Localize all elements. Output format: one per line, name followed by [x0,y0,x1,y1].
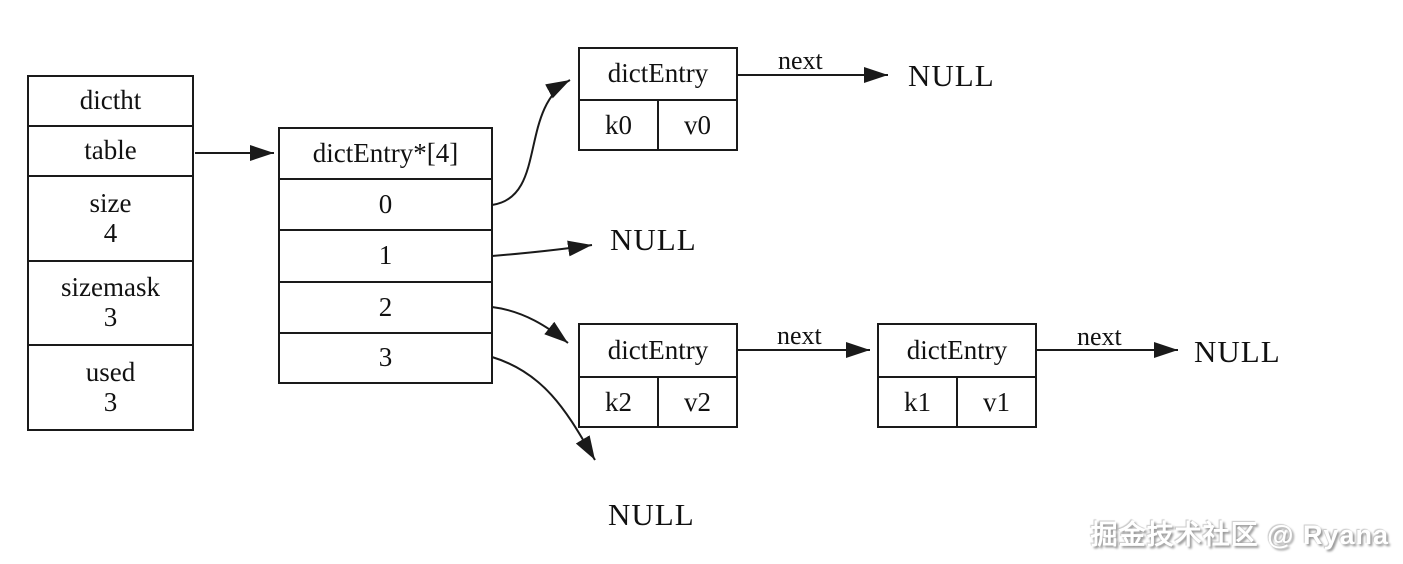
dict-entry-k1-box: dictEntry k1 v1 [877,323,1037,428]
arrow-slot0-to-entry-k0 [491,79,571,206]
dict-entry-k2-key-cell: k2 [580,378,659,426]
dict-entry-k2-header-row: dictEntry [580,325,736,378]
dict-entry-k1-cells: k1 v1 [879,378,1035,426]
dict-entry-k2-box: dictEntry k2 v2 [578,323,738,428]
dict-entry-k2-cells: k2 v2 [580,378,736,426]
null-label-bottom: NULL [608,497,695,532]
bucket-slot-0: 0 [280,180,491,231]
dictht-sizemask-label: sizemask [61,272,160,303]
watermark-text: 掘金技术社区 @ Ryana [1090,520,1389,550]
next-label-k2: next [777,321,822,350]
dictht-table-label: table [84,135,137,166]
dictht-used-label: used [85,356,136,387]
bucket-slot-2-index: 2 [378,291,393,322]
dict-entry-k0-header-row: dictEntry [580,49,736,101]
next-label-k0: next [778,46,823,75]
null-label-top: NULL [908,58,995,93]
dictht-size-value: 4 [103,217,118,248]
dictht-title: dictht [79,85,142,116]
bucket-slot-1-index: 1 [378,240,393,271]
dictht-sizemask-row: sizemask 3 [29,262,192,346]
bucket-array-header: dictEntry*[4] [312,137,459,168]
bucket-slot-2: 2 [280,283,491,334]
dictht-size-row: size 4 [29,177,192,262]
dict-entry-k1-value-cell: v1 [983,386,1010,417]
dict-entry-k0-header: dictEntry [607,58,709,89]
null-label-slot1: NULL [610,222,697,257]
bucket-slot-3-index: 3 [378,342,393,373]
dictht-title-row: dictht [29,77,192,127]
bucket-slot-0-index: 0 [378,188,393,219]
next-label-k1: next [1077,322,1122,351]
dict-entry-k0-key-cell: k0 [580,101,659,149]
dict-entry-k2-header: dictEntry [607,334,709,365]
dict-entry-k0-value-cell: v0 [684,109,711,140]
dict-entry-k1-header: dictEntry [906,334,1008,365]
dict-entry-k1-header-row: dictEntry [879,325,1035,378]
dictht-used-row: used 3 [29,346,192,429]
dictht-used-value: 3 [103,386,118,417]
dictht-struct-box: dictht table size 4 sizemask 3 used 3 [27,75,194,431]
null-label-right: NULL [1194,334,1281,369]
bucket-slot-3: 3 [280,334,491,382]
dict-entry-k0-cells: k0 v0 [580,101,736,149]
bucket-array-box: dictEntry*[4] 0 1 2 3 [278,127,493,384]
dictht-sizemask-value: 3 [103,302,118,332]
dict-entry-k2-value-cell: v2 [684,386,711,417]
bucket-slot-1: 1 [280,231,491,283]
arrow-slot1-to-null [491,240,593,257]
dictht-size-label: size [89,187,132,218]
bucket-array-header-row: dictEntry*[4] [280,129,491,180]
arrow-slot2-to-entry-k2 [491,306,569,344]
dict-entry-k1-key-cell: k1 [879,378,958,426]
dict-entry-k0-box: dictEntry k0 v0 [578,47,738,151]
dictht-table-row: table [29,127,192,177]
